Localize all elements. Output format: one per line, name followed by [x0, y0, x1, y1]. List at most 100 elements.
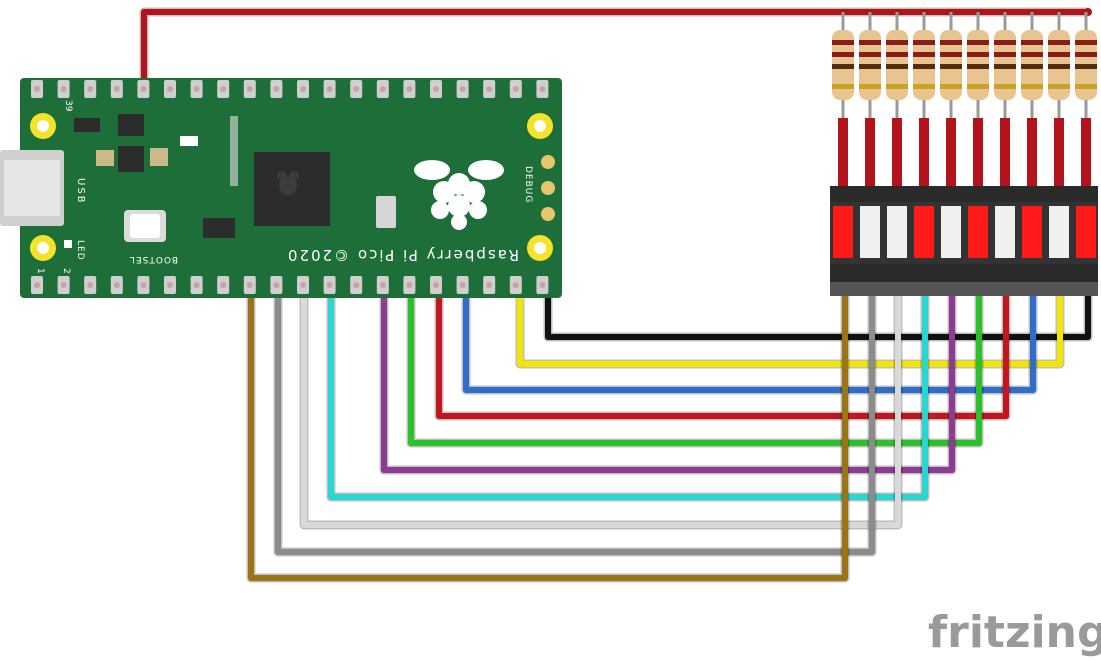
- resistor-band: [832, 40, 854, 45]
- resistor-band: [913, 40, 935, 45]
- resistor-band: [967, 64, 989, 69]
- pico-board: Raspberry Pi Pico ©2020 39 1 2 USB LED B…: [0, 78, 562, 298]
- regulator-chip: [118, 146, 144, 172]
- resistor[interactable]: [832, 12, 854, 196]
- led-segment: [887, 206, 907, 258]
- resistor-band: [1021, 84, 1043, 89]
- resistor[interactable]: [1021, 12, 1043, 196]
- led-label: LED: [75, 240, 85, 261]
- resistor-band: [913, 52, 935, 57]
- red-wire[interactable]: [436, 285, 1009, 419]
- usb-label: USB: [75, 178, 86, 205]
- gnd-wire[interactable]: [545, 285, 1091, 340]
- resistor-band: [940, 40, 962, 45]
- resistor-band: [1075, 64, 1097, 69]
- resistor[interactable]: [1048, 12, 1070, 196]
- led-segment: [860, 206, 880, 258]
- resistor[interactable]: [913, 12, 935, 196]
- fritzing-watermark: fritzing: [928, 607, 1101, 658]
- resistor[interactable]: [967, 12, 989, 196]
- green-wire[interactable]: [408, 285, 982, 446]
- resistor-band: [940, 64, 962, 69]
- resistor-band: [1021, 52, 1043, 57]
- debug-header: [541, 155, 555, 221]
- board-name-label: Raspberry Pi Pico ©2020: [286, 246, 519, 264]
- resistor-lead-wire[interactable]: [838, 118, 848, 196]
- led-segment: [1076, 206, 1096, 258]
- raspberry-pi-logo: [414, 160, 504, 230]
- smd-part: [74, 118, 100, 132]
- resistor-lead-wire[interactable]: [1054, 118, 1064, 196]
- resistor-band: [886, 64, 908, 69]
- led-bar-graph: [830, 186, 1098, 296]
- cyan-wire[interactable]: [328, 285, 928, 500]
- resistor-lead-wire[interactable]: [919, 118, 929, 196]
- yellow-wire[interactable]: [517, 285, 1063, 367]
- light-grey-wire[interactable]: [301, 285, 901, 528]
- blue-wire[interactable]: [463, 285, 1036, 393]
- bootsel-label: BOOTSEL: [129, 254, 178, 264]
- resistor-lead-wire[interactable]: [1081, 118, 1091, 196]
- resistor-array: [832, 12, 1097, 196]
- resistor-band: [1075, 84, 1097, 89]
- resistor-lead-wire[interactable]: [946, 118, 956, 196]
- led-segments: [833, 206, 1096, 258]
- led-segment: [995, 206, 1015, 258]
- wires: [139, 7, 1093, 583]
- resistor-band: [913, 64, 935, 69]
- vbus-wire[interactable]: [141, 9, 1088, 92]
- led-segment: [1049, 206, 1069, 258]
- resistor[interactable]: [1075, 12, 1097, 196]
- resistor-band: [832, 84, 854, 89]
- resistor-band: [1048, 84, 1070, 89]
- debug-label: DEBUG: [523, 166, 533, 203]
- grey-wire[interactable]: [275, 285, 875, 555]
- resistor-band: [886, 84, 908, 89]
- capacitor: [96, 150, 114, 166]
- resistor-band: [967, 40, 989, 45]
- flash-chip: [118, 114, 144, 136]
- pin-1-label: 1: [35, 268, 45, 274]
- led-indicator: [64, 240, 72, 248]
- raspberry-icon: [277, 171, 299, 195]
- pin-2-label: 2: [61, 268, 71, 274]
- led-segment: [833, 206, 853, 258]
- resistor-band: [832, 64, 854, 69]
- smd-part: [203, 218, 235, 238]
- resistor[interactable]: [994, 12, 1016, 196]
- resistor-band: [994, 40, 1016, 45]
- resistor-band: [1048, 64, 1070, 69]
- smd-part: [180, 136, 198, 146]
- resistor-band: [832, 52, 854, 57]
- resistor-lead-wire[interactable]: [973, 118, 983, 196]
- resistor-band: [1021, 64, 1043, 69]
- led-segment: [941, 206, 961, 258]
- resistor-lead-wire[interactable]: [1027, 118, 1037, 196]
- resistor-lead-wire[interactable]: [1000, 118, 1010, 196]
- resistor-band: [886, 40, 908, 45]
- led-segment: [1022, 206, 1042, 258]
- pin-39-label: 39: [63, 100, 73, 112]
- resistor[interactable]: [940, 12, 962, 196]
- resistor-band: [859, 64, 881, 69]
- resistor[interactable]: [859, 12, 881, 196]
- resistor-band: [1075, 52, 1097, 57]
- brown-wire[interactable]: [248, 285, 848, 581]
- smd-row: [230, 116, 238, 186]
- purple-wire[interactable]: [381, 285, 955, 473]
- resistor-lead-wire[interactable]: [892, 118, 902, 196]
- resistor-band: [859, 84, 881, 89]
- pico-bottom-pins: [31, 276, 549, 294]
- resistor-band: [940, 84, 962, 89]
- resistor-band: [994, 84, 1016, 89]
- resistor-band: [1048, 40, 1070, 45]
- resistor[interactable]: [886, 12, 908, 196]
- led-segment: [914, 206, 934, 258]
- smd-part: [376, 196, 396, 228]
- led-segment: [968, 206, 988, 258]
- resistor-band: [967, 52, 989, 57]
- capacitor: [150, 148, 168, 166]
- resistor-lead-wire[interactable]: [865, 118, 875, 196]
- resistor-band: [994, 52, 1016, 57]
